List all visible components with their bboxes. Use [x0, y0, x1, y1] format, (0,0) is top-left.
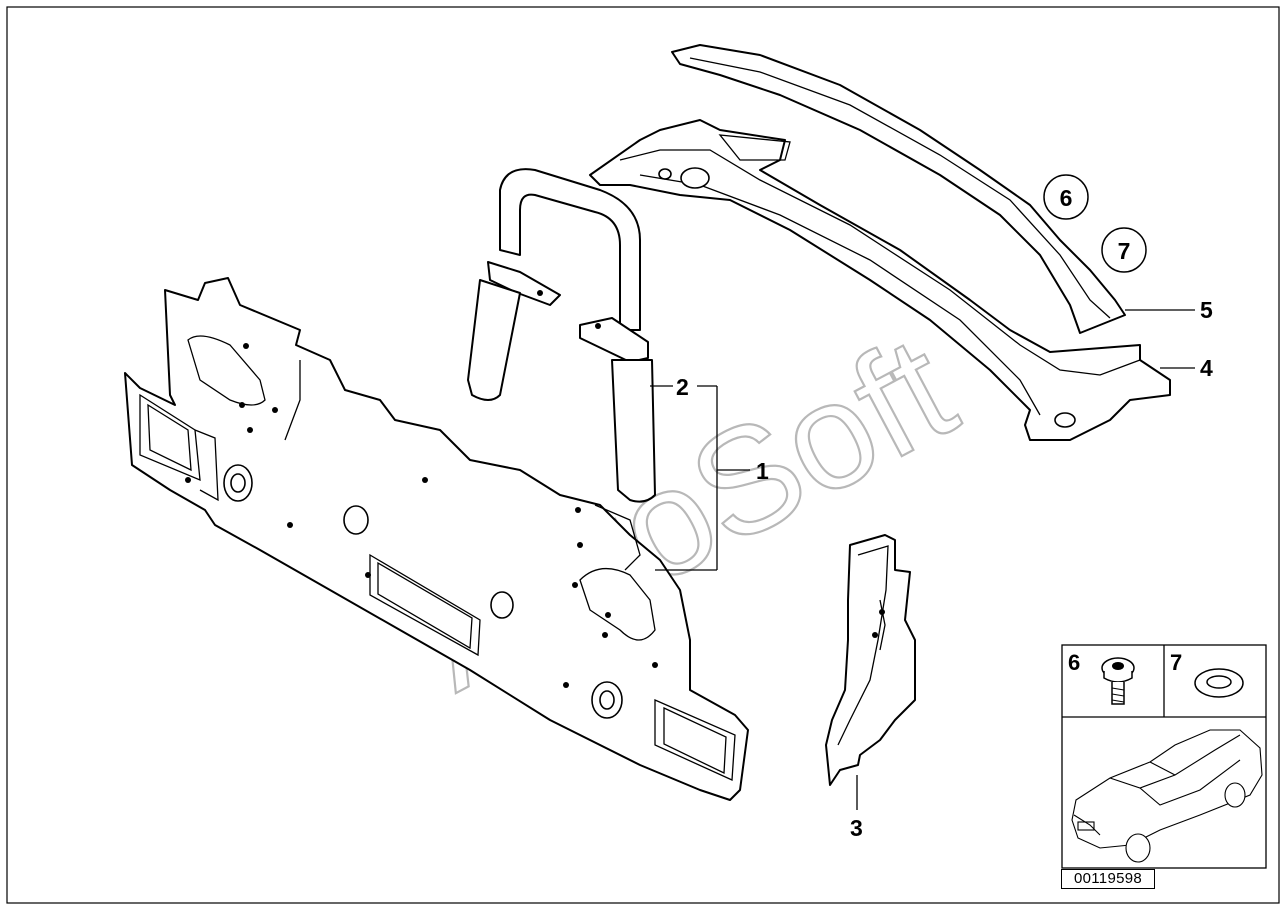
diagram-id-box: 00119598 — [1061, 869, 1155, 889]
diagram-id: 00119598 — [1073, 870, 1143, 887]
callout-5: 5 — [1200, 297, 1213, 323]
car-sedan-icon — [1071, 729, 1263, 863]
callout-4: 4 — [1200, 355, 1213, 381]
inset-legend: 6 7 — [1061, 644, 1267, 869]
diagram-frame — [6, 6, 1280, 904]
bracket-part — [825, 534, 916, 786]
svg-text:7: 7 — [1118, 238, 1131, 264]
rear-panel-part — [124, 277, 749, 801]
cross-member-part — [589, 119, 1171, 441]
inset-label-7: 7 — [1170, 650, 1182, 675]
callout-2: 2 — [676, 374, 689, 400]
svg-text:6: 6 — [1060, 185, 1073, 211]
circled-callout-7: 7 — [1101, 227, 1147, 273]
callout-1: 1 — [756, 458, 769, 484]
leader-lines — [650, 309, 1195, 810]
washer-icon — [1194, 668, 1244, 698]
screw-icon — [1101, 657, 1135, 705]
callout-3: 3 — [850, 815, 863, 841]
trim-strip-part — [671, 44, 1126, 334]
inset-label-6: 6 — [1068, 650, 1080, 675]
roll-bar-part — [467, 168, 656, 503]
circled-callout-6: 6 — [1043, 174, 1089, 220]
